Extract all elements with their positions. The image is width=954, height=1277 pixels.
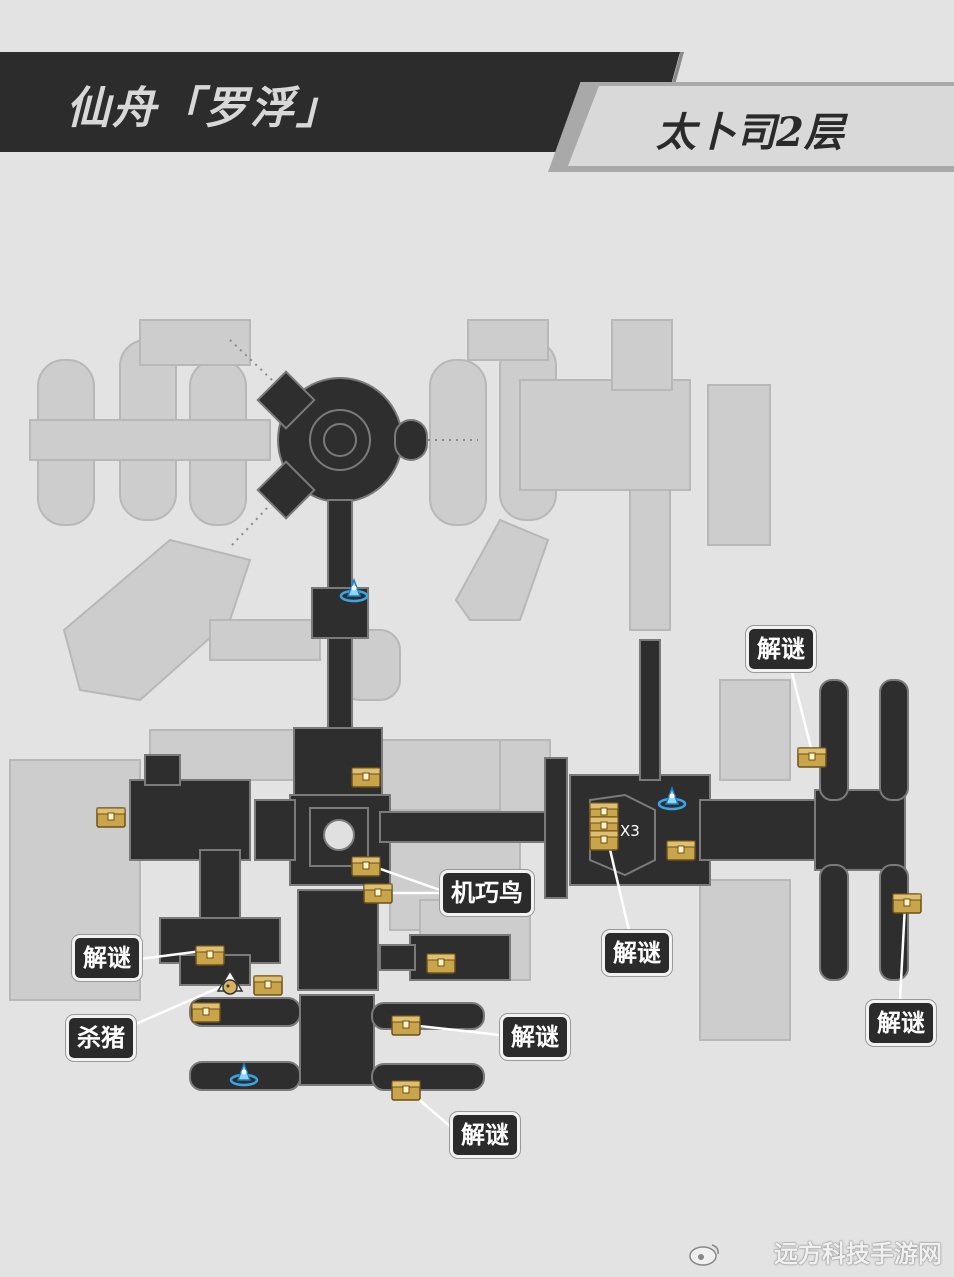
chest-icon <box>892 893 922 914</box>
dotted-paths <box>229 339 478 546</box>
watermark: 远方科技手游网 <box>774 1240 942 1268</box>
chest-icon <box>363 883 393 904</box>
walkable-areas <box>129 370 909 1091</box>
puzzle-label: 解谜 <box>866 1000 936 1046</box>
puzzle-label: 解谜 <box>746 626 816 672</box>
puzzle-label: 解谜 <box>72 935 142 981</box>
chest-icon <box>391 1015 421 1036</box>
pig-icon <box>216 969 244 995</box>
plaza-rings <box>309 409 371 471</box>
puzzle-label: 解谜 <box>500 1014 570 1060</box>
chest-icon <box>589 830 619 851</box>
chest-icon <box>391 1080 421 1101</box>
chest-icon <box>351 767 381 788</box>
chest-icon <box>96 807 126 828</box>
region-title: 仙舟「罗浮」 <box>66 83 342 134</box>
floor-banner <box>568 86 954 166</box>
puzzle-label: 解谜 <box>602 930 672 976</box>
chest-icon <box>191 1002 221 1023</box>
chest-icon <box>426 953 456 974</box>
chest-icon <box>253 975 283 996</box>
logo-icon <box>689 1244 719 1266</box>
chest-icon <box>351 856 381 877</box>
chest-count-label: X3 <box>620 822 640 840</box>
octagon-floor <box>589 793 656 877</box>
fountain <box>309 807 369 867</box>
chest-icon <box>666 840 696 861</box>
chest-icon <box>195 945 225 966</box>
jiqiaoniao-label: 机巧鸟 <box>440 870 534 916</box>
floor-title: 太卜司2层 <box>656 109 844 156</box>
kill-pig-label: 杀猪 <box>66 1015 136 1061</box>
puzzle-label: 解谜 <box>450 1112 520 1158</box>
chest-icon <box>797 747 827 768</box>
